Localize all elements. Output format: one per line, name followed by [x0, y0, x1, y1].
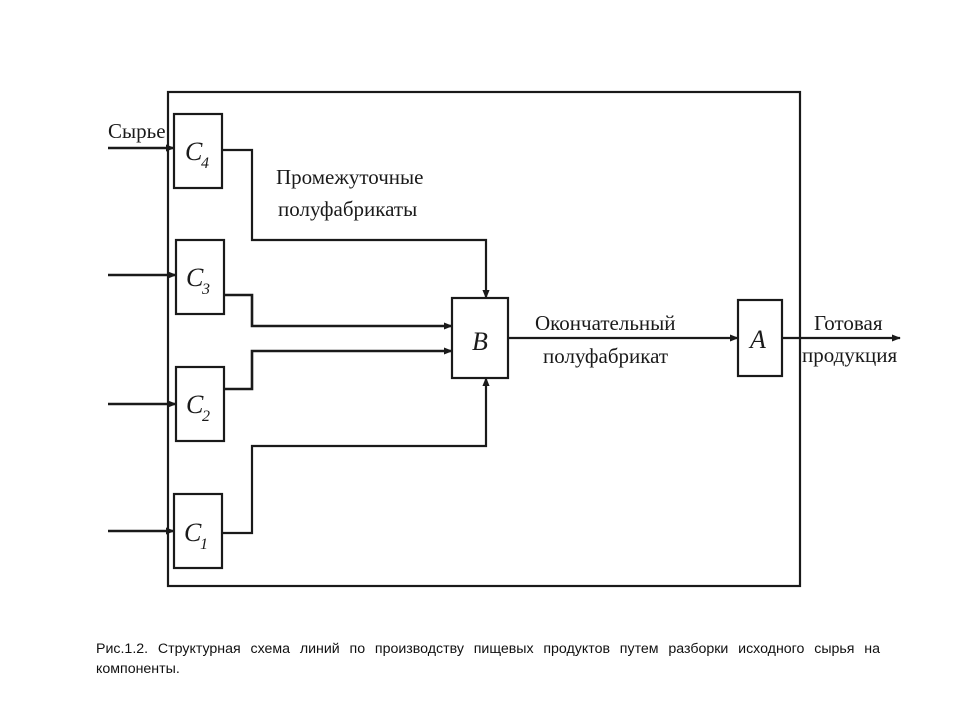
node-c1-letter: C [184, 518, 202, 547]
node-b: B [450, 296, 510, 380]
node-b-letter: B [472, 327, 488, 356]
output-label-line1: Готовая [814, 311, 883, 335]
node-a-letter: A [748, 325, 766, 354]
node-c2-index: 2 [202, 408, 210, 425]
input-label: Сырье [108, 119, 166, 143]
node-c3: C 3 [174, 238, 226, 316]
node-c2: C 2 [174, 365, 226, 443]
node-c1-index: 1 [200, 536, 208, 553]
connector-c4-b [222, 148, 490, 299]
connector-c3-b [224, 293, 453, 330]
node-c3-index: 3 [201, 281, 210, 298]
connector-c2-b [224, 347, 453, 391]
node-c2-letter: C [186, 390, 204, 419]
final-semi-label-line2: полуфабрикат [543, 344, 668, 368]
node-c1: C 1 [172, 492, 224, 570]
intermediate-label-line1: Промежуточные [276, 165, 423, 189]
intermediate-label-line2: полуфабрикаты [278, 197, 417, 221]
node-c3-letter: C [186, 263, 204, 292]
node-c4-letter: C [185, 137, 203, 166]
node-a: A [736, 298, 784, 378]
figure-caption: Рис.1.2. Структурная схема линий по прои… [96, 641, 880, 677]
output-label-line2: продукция [802, 343, 897, 367]
node-c4: C 4 [172, 112, 224, 190]
connector-c1-b [222, 377, 490, 535]
final-semi-label-line1: Окончательный [535, 311, 676, 335]
node-c4-index: 4 [201, 155, 209, 172]
